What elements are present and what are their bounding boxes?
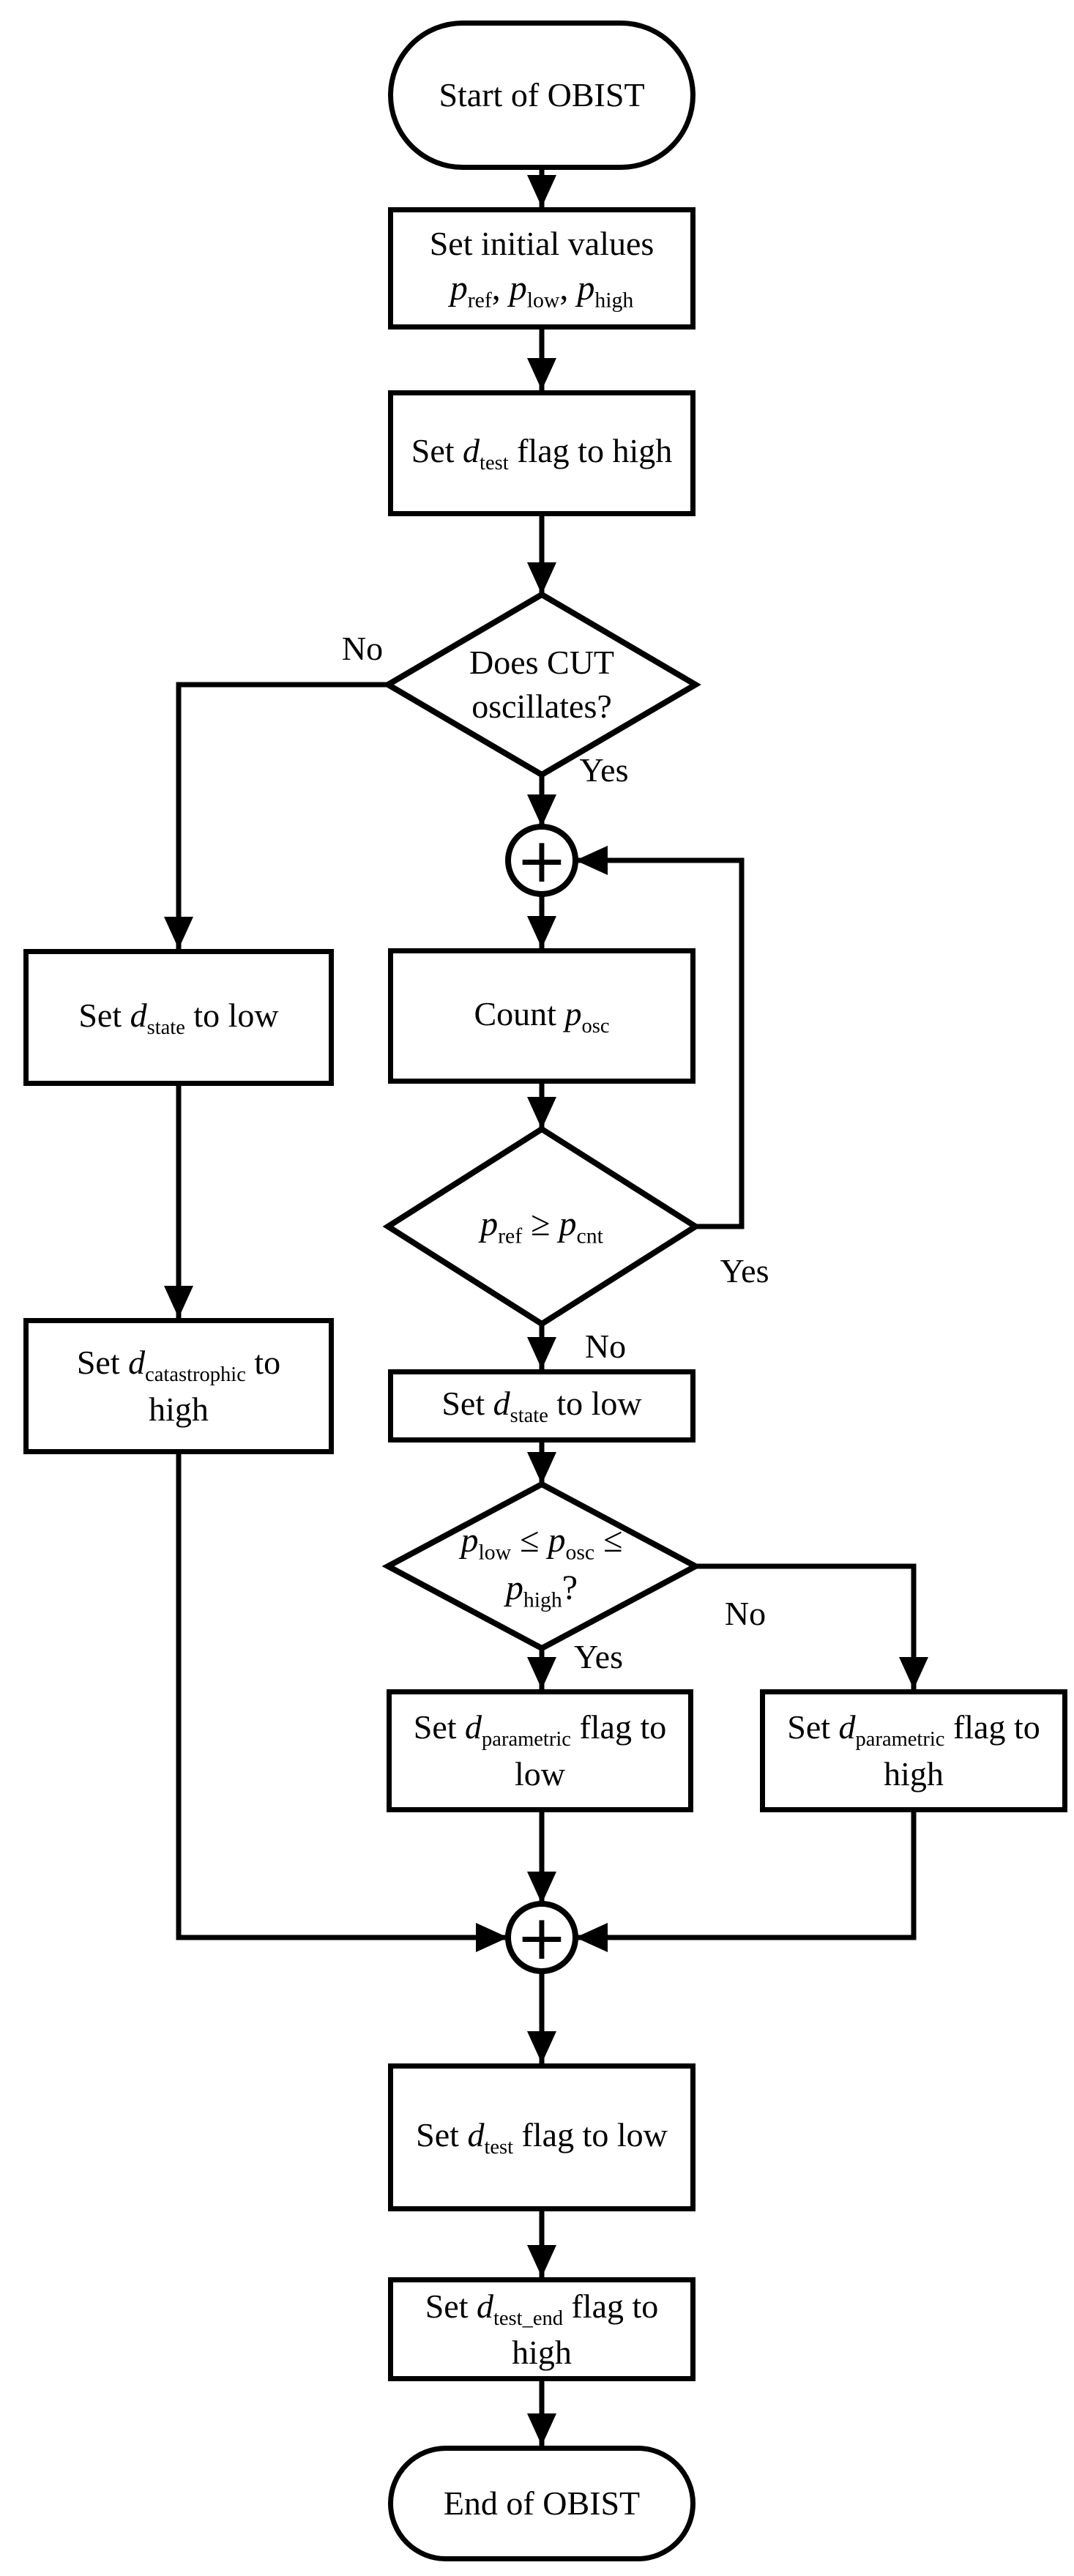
process-set-dtest-flag-high: Set dtest flag to high: [388, 390, 696, 516]
decision1-diamond: [382, 591, 701, 778]
node-text-line: high: [149, 1391, 209, 1429]
node-text-line: pref, plow, phigh: [450, 268, 634, 313]
node-text-line: Set initial values: [429, 224, 655, 262]
arrow-decision1-no-left: [164, 682, 388, 949]
node-text-line: low: [515, 1755, 565, 1793]
process-set-initial-values: Set initial values pref, plow, phigh: [388, 207, 696, 330]
process-set-dtest-flag-low: Set dtest flag to low: [388, 2063, 696, 2211]
node-text-line: Set dcatastrophic to: [76, 1344, 281, 1387]
node-text-line: plow ≤ posc ≤: [460, 1521, 623, 1565]
process-set-dtestend-flag-high: Set dtest_end flag to high: [388, 2277, 696, 2381]
node-text-line: high: [512, 2333, 572, 2371]
node-text-line: Set dstate to low: [78, 996, 279, 1040]
junction-plus-1: +: [515, 824, 568, 896]
junction2-circle: [505, 1901, 578, 1974]
decision3-diamond: [381, 1481, 702, 1652]
junction-plus-2: +: [515, 1902, 568, 1973]
edge-label-yes-decision3: Yes: [574, 1637, 623, 1675]
node-text-line: Does CUT: [469, 644, 615, 682]
terminator-start-label: Start of OBIST: [439, 76, 645, 114]
terminator-start: Start of OBIST: [388, 21, 696, 170]
arrow-decision3-no-right: [696, 1563, 928, 1689]
process-set-dstate-low-middle: Set dstate to low: [388, 1369, 696, 1443]
node-text-line: Count posc: [474, 994, 610, 1038]
node-text-line: pref ≥ pcnt: [480, 1205, 603, 1248]
terminator-end-label: End of OBIST: [443, 2484, 641, 2523]
arrow-decision2-yes-feedback: [575, 846, 745, 1229]
decision-does-cut-oscillate: Does CUT oscillates?: [388, 595, 696, 775]
node-text-line: Set dtest_end flag to: [425, 2287, 659, 2331]
decision-plow-posc-phigh: plow ≤ posc ≤ phigh?: [388, 1484, 696, 1648]
node-text-line: Set dstate to low: [441, 1385, 642, 1428]
node-text-line: Set dparametric flag to: [787, 1708, 1040, 1752]
process-set-dcatastrophic-high: Set dcatastrophic to high: [23, 1318, 334, 1454]
arrow-catastrophic-to-junction2: [176, 1454, 508, 1952]
node-text-line: high: [884, 1755, 944, 1793]
arrow-paramhigh-to-junction2: [575, 1812, 917, 1952]
node-text-line: Set dtest flag to low: [416, 2116, 668, 2159]
edge-label-no-decision3: No: [724, 1594, 767, 1632]
node-text-line: Set dtest flag to high: [411, 432, 673, 475]
edge-label-yes-decision1: Yes: [579, 751, 629, 789]
process-set-dstate-low-left: Set dstate to low: [23, 949, 334, 1086]
edge-label-yes-decision2: Yes: [720, 1251, 769, 1289]
process-count-posc: Count posc: [388, 948, 696, 1084]
node-text-line: phigh?: [505, 1568, 578, 1612]
process-set-dparametric-flag-high: Set dparametric flag to high: [760, 1689, 1067, 1812]
junction1-circle: [505, 824, 578, 897]
decision2-diamond: [382, 1125, 701, 1328]
edge-label-no-decision2: No: [584, 1327, 627, 1365]
terminator-end: End of OBIST: [388, 2446, 696, 2561]
decision-pref-ge-pcnt: pref ≥ pcnt: [388, 1129, 696, 1324]
node-text-line: oscillates?: [471, 688, 612, 725]
edge-label-no-decision1: No: [341, 629, 384, 667]
process-set-dparametric-flag-low: Set dparametric flag to low: [387, 1689, 693, 1812]
node-text-line: Set dparametric flag to: [413, 1708, 667, 1752]
